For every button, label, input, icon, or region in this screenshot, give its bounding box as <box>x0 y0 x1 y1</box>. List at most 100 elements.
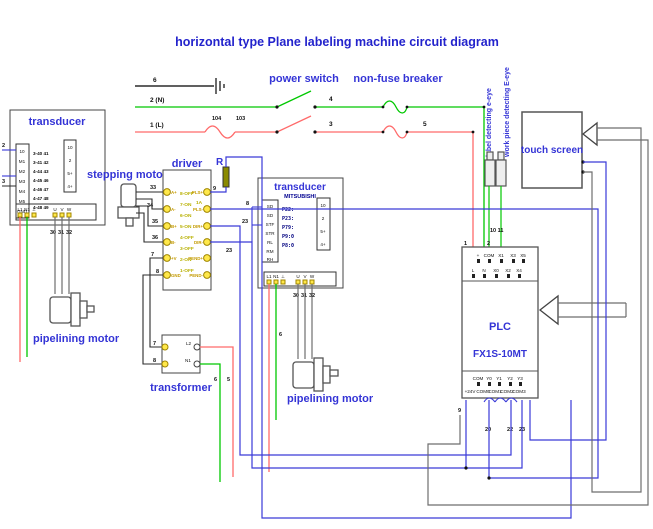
mits-rpin: 2 <box>322 216 325 221</box>
plc-wire-20: 20 <box>485 427 491 433</box>
mits-wire-6-label: 6 <box>279 332 282 338</box>
sensor-symbols <box>484 151 507 187</box>
driver-box <box>162 169 212 291</box>
transducer-left: transducer 10 M1 M2 M3 M4 M5 GND 3-40 41… <box>2 109 120 362</box>
breaker-label: non-fuse breaker <box>353 73 443 85</box>
wire-33-label: 33 <box>150 185 156 191</box>
transformer-out-n <box>193 360 201 368</box>
wire-36-label: 36 <box>152 235 158 241</box>
t1-term: ⊥ <box>32 207 36 212</box>
wire-9-label: 9 <box>213 186 216 192</box>
mits-terminals <box>266 279 315 285</box>
plc-term: COM0 <box>476 389 490 394</box>
mits-stub-8: 8 <box>246 201 249 207</box>
plc-term: X0 <box>493 268 499 273</box>
plc-term: COM <box>473 376 484 381</box>
driver-pin: DIR- <box>194 240 204 245</box>
transducer-left-title: transducer <box>29 116 87 128</box>
driver-dip: 6-ON <box>180 213 192 219</box>
transducer-left-pinbox <box>15 143 30 219</box>
plc-name: PLC <box>489 321 511 333</box>
driver-pin: A- <box>171 207 176 212</box>
plc-model: FX1S-10MT <box>473 349 527 360</box>
touch-screen-box <box>521 111 583 189</box>
t1-motor-wire: 31 <box>58 230 64 236</box>
driver-pin: GND <box>171 273 181 278</box>
touch-screen-arrow-icon <box>581 121 598 147</box>
driver-left-terminals <box>163 188 171 279</box>
power-switch-label: power switch <box>269 73 339 85</box>
driver-pin: PLS+ <box>192 190 204 195</box>
stepper-driver: driver A+ A- B+ B- +V GND 8-OFF 7-ON 6-O… <box>142 157 232 365</box>
plc-term: Y1 <box>496 376 502 381</box>
wire-6-label: 6 <box>153 77 157 84</box>
mits-pin: SD <box>267 213 274 218</box>
driver-dip: 2-ON <box>180 257 192 263</box>
t1-pin: GND <box>17 209 28 214</box>
live-label: 1 (L) <box>150 122 164 129</box>
driver-dip: 3-OFF <box>180 246 194 252</box>
transformer-pin-8 <box>161 360 169 368</box>
driver-pin: B+ <box>171 224 177 229</box>
signal-wiring <box>210 127 649 519</box>
mits-box <box>257 177 344 289</box>
plc-term: X3 <box>510 253 516 258</box>
mits-motor-wire: 31 <box>301 293 307 299</box>
wire-34-label: 34 <box>147 203 154 209</box>
mits-term: W <box>310 274 315 279</box>
sensor-wires <box>488 186 502 256</box>
touch-screen-label: touch screen <box>521 145 583 156</box>
t1-stub-label: 3 <box>2 179 5 185</box>
plc-wire-22: 22 <box>507 427 513 433</box>
mits-param: P22: <box>282 207 294 213</box>
t1-param: 3-41 42 <box>33 160 49 165</box>
transformer-n1-label: N1 <box>185 358 191 363</box>
junction-dots <box>275 105 486 134</box>
plc-term: COM2 <box>500 389 514 394</box>
plc-term: N <box>482 268 485 273</box>
mits-terminal-strip <box>263 271 337 287</box>
transformer-wire-6: 6 <box>214 377 217 383</box>
plc-top-terminal-pins <box>472 259 525 278</box>
stepping-motor-label: stepping motor <box>87 169 168 181</box>
mits-pin: STF <box>266 222 275 227</box>
t1-term: L1 <box>17 207 23 212</box>
t1-param: 4-44 43 <box>33 169 49 174</box>
mits-right-pinbox <box>316 197 331 251</box>
junction-dot <box>464 466 468 470</box>
detecting-sensors: label detecting e-eye work piece detecti… <box>484 67 511 256</box>
mits-term: L1 <box>266 274 272 279</box>
mits-rpin: 10 <box>320 203 326 208</box>
t1-rpin: 4+ <box>67 184 73 189</box>
mits-pin: RM <box>266 249 273 254</box>
transducer-left-terminal-strip <box>15 203 97 221</box>
transformer-wire-5: 5 <box>227 377 230 383</box>
driver-dip: 5-ON <box>180 224 192 230</box>
wire-23-bus-label: 23 <box>226 248 232 254</box>
neutral-wire <box>135 90 485 256</box>
transformer-live-out <box>200 346 234 477</box>
resistor-r <box>222 166 230 188</box>
mits-rpin: 4+ <box>320 242 326 247</box>
mits-pin: SD <box>267 204 274 209</box>
wire-5-label: 5 <box>423 121 427 128</box>
t1-param: 3-40 41 <box>33 151 49 156</box>
wire-35-label: 35 <box>152 219 158 225</box>
t1-param: 4-46 47 <box>33 187 49 192</box>
driver-title: driver <box>172 158 203 170</box>
mits-rpin: 5+ <box>320 229 326 234</box>
fuse-in-label: 104 <box>212 116 222 122</box>
pipelining-motor-1-label: pipelining motor <box>33 333 120 345</box>
t1-term: W <box>67 207 72 212</box>
wire-8-label: 8 <box>156 269 159 275</box>
plc: PLC FX1S-10MT + COM X1 X3 X5 L N X0 X2 X… <box>458 241 627 433</box>
plc-term: X4 <box>516 268 522 273</box>
pipelining-motor-1 <box>49 292 95 327</box>
stepping-motor-symbol <box>117 183 140 227</box>
plc-term: Y3 <box>517 376 523 381</box>
t1-motor-wires <box>54 217 70 294</box>
mits-title: transducer <box>274 182 326 193</box>
plc-bottom-terminal-pins <box>477 382 522 386</box>
